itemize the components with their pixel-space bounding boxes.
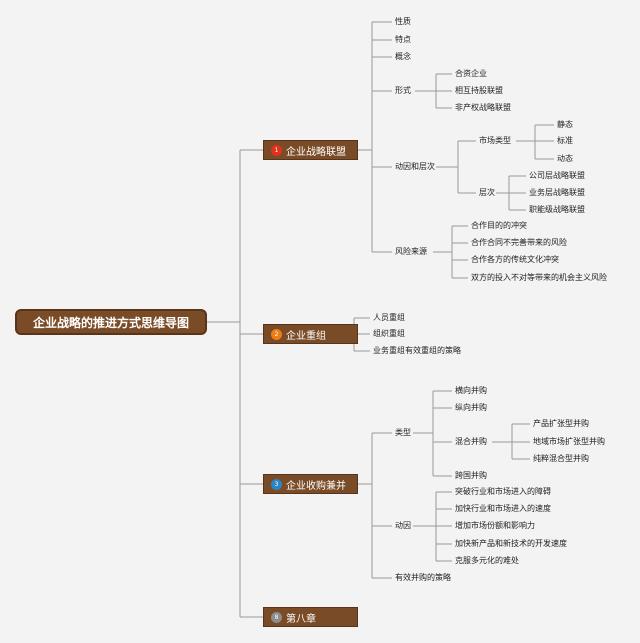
topic-concept[interactable]: 概念 [395, 52, 411, 61]
branch-reorganization[interactable]: 2 企业重组 [263, 324, 358, 344]
topic-mixed-ma[interactable]: 混合并购 [455, 437, 487, 446]
branch-chapter-8[interactable]: 8 第八章 [263, 607, 358, 627]
branch-strategic-alliance[interactable]: 1 企业战略联盟 [263, 140, 358, 160]
topic-vertical-ma[interactable]: 纵向并购 [455, 403, 487, 412]
topic-motive-item[interactable]: 突破行业和市场进入的障碍 [455, 487, 551, 496]
topic-ma-motive[interactable]: 动因 [395, 521, 411, 530]
topic-motive-item[interactable]: 加快行业和市场进入的速度 [455, 504, 551, 513]
topic-ma-strategy[interactable]: 有效并购的策略 [395, 573, 451, 582]
topic-horizontal-ma[interactable]: 横向并购 [455, 386, 487, 395]
topic-motives-levels[interactable]: 动因和层次 [395, 162, 435, 171]
topic-risk-sources[interactable]: 风险来源 [395, 247, 427, 256]
priority-2-icon: 2 [271, 328, 282, 340]
topic-level-item[interactable]: 业务层战略联盟 [529, 188, 585, 197]
topic-cross-border-ma[interactable]: 跨国并购 [455, 471, 487, 480]
topic-risk-item[interactable]: 合作各方的传统文化冲突 [471, 255, 559, 264]
topic-form-item[interactable]: 非产权战略联盟 [455, 103, 511, 112]
topic-risk-item[interactable]: 合作目的的冲突 [471, 221, 527, 230]
topic-form-item[interactable]: 合资企业 [455, 69, 487, 78]
topic-motive-item[interactable]: 加快新产品和新技术的开发速度 [455, 539, 567, 548]
topic-level[interactable]: 层次 [479, 188, 495, 197]
topic-mixed-item[interactable]: 地域市场扩张型并购 [533, 437, 605, 446]
topic-ma-type[interactable]: 类型 [395, 428, 411, 437]
topic-forms[interactable]: 形式 [395, 86, 411, 95]
topic-risk-item[interactable]: 合作合同不完善带来的风险 [471, 238, 567, 247]
topic-features[interactable]: 特点 [395, 35, 411, 44]
topic-market-type[interactable]: 市场类型 [479, 136, 511, 145]
topic-nature[interactable]: 性质 [395, 17, 411, 26]
branch-label: 第八章 [286, 613, 316, 625]
topic-level-item[interactable]: 公司层战略联盟 [529, 171, 585, 180]
topic-market-item[interactable]: 标准 [557, 136, 573, 145]
topic-level-item[interactable]: 职能级战略联盟 [529, 205, 585, 214]
topic-market-item[interactable]: 动态 [557, 154, 573, 163]
topic-motive-item[interactable]: 增加市场份额和影响力 [455, 521, 535, 530]
topic-form-item[interactable]: 相互持股联盟 [455, 86, 503, 95]
topic-motive-item[interactable]: 克服多元化的难处 [455, 556, 519, 565]
priority-3-icon: 3 [271, 478, 282, 490]
branch-label: 企业重组 [286, 330, 326, 342]
topic-risk-item[interactable]: 双方的投入不对等带来的机会主义风险 [471, 273, 607, 282]
branch-merger-acquisition[interactable]: 3 企业收购兼并 [263, 474, 358, 494]
branch-label: 企业收购兼并 [286, 480, 346, 492]
topic-reorg-item[interactable]: 组织重组 [373, 329, 405, 338]
topic-mixed-item[interactable]: 产品扩张型并购 [533, 419, 589, 428]
topic-reorg-item[interactable]: 业务重组有效重组的策略 [373, 346, 461, 355]
priority-1-icon: 1 [271, 144, 282, 156]
topic-market-item[interactable]: 静态 [557, 120, 573, 129]
root-topic[interactable]: 企业战略的推进方式思维导图 [15, 309, 207, 335]
topic-mixed-item[interactable]: 纯粹混合型并购 [533, 454, 589, 463]
branch-label: 企业战略联盟 [286, 146, 346, 158]
priority-8-icon: 8 [271, 611, 282, 623]
topic-reorg-item[interactable]: 人员重组 [373, 313, 405, 322]
